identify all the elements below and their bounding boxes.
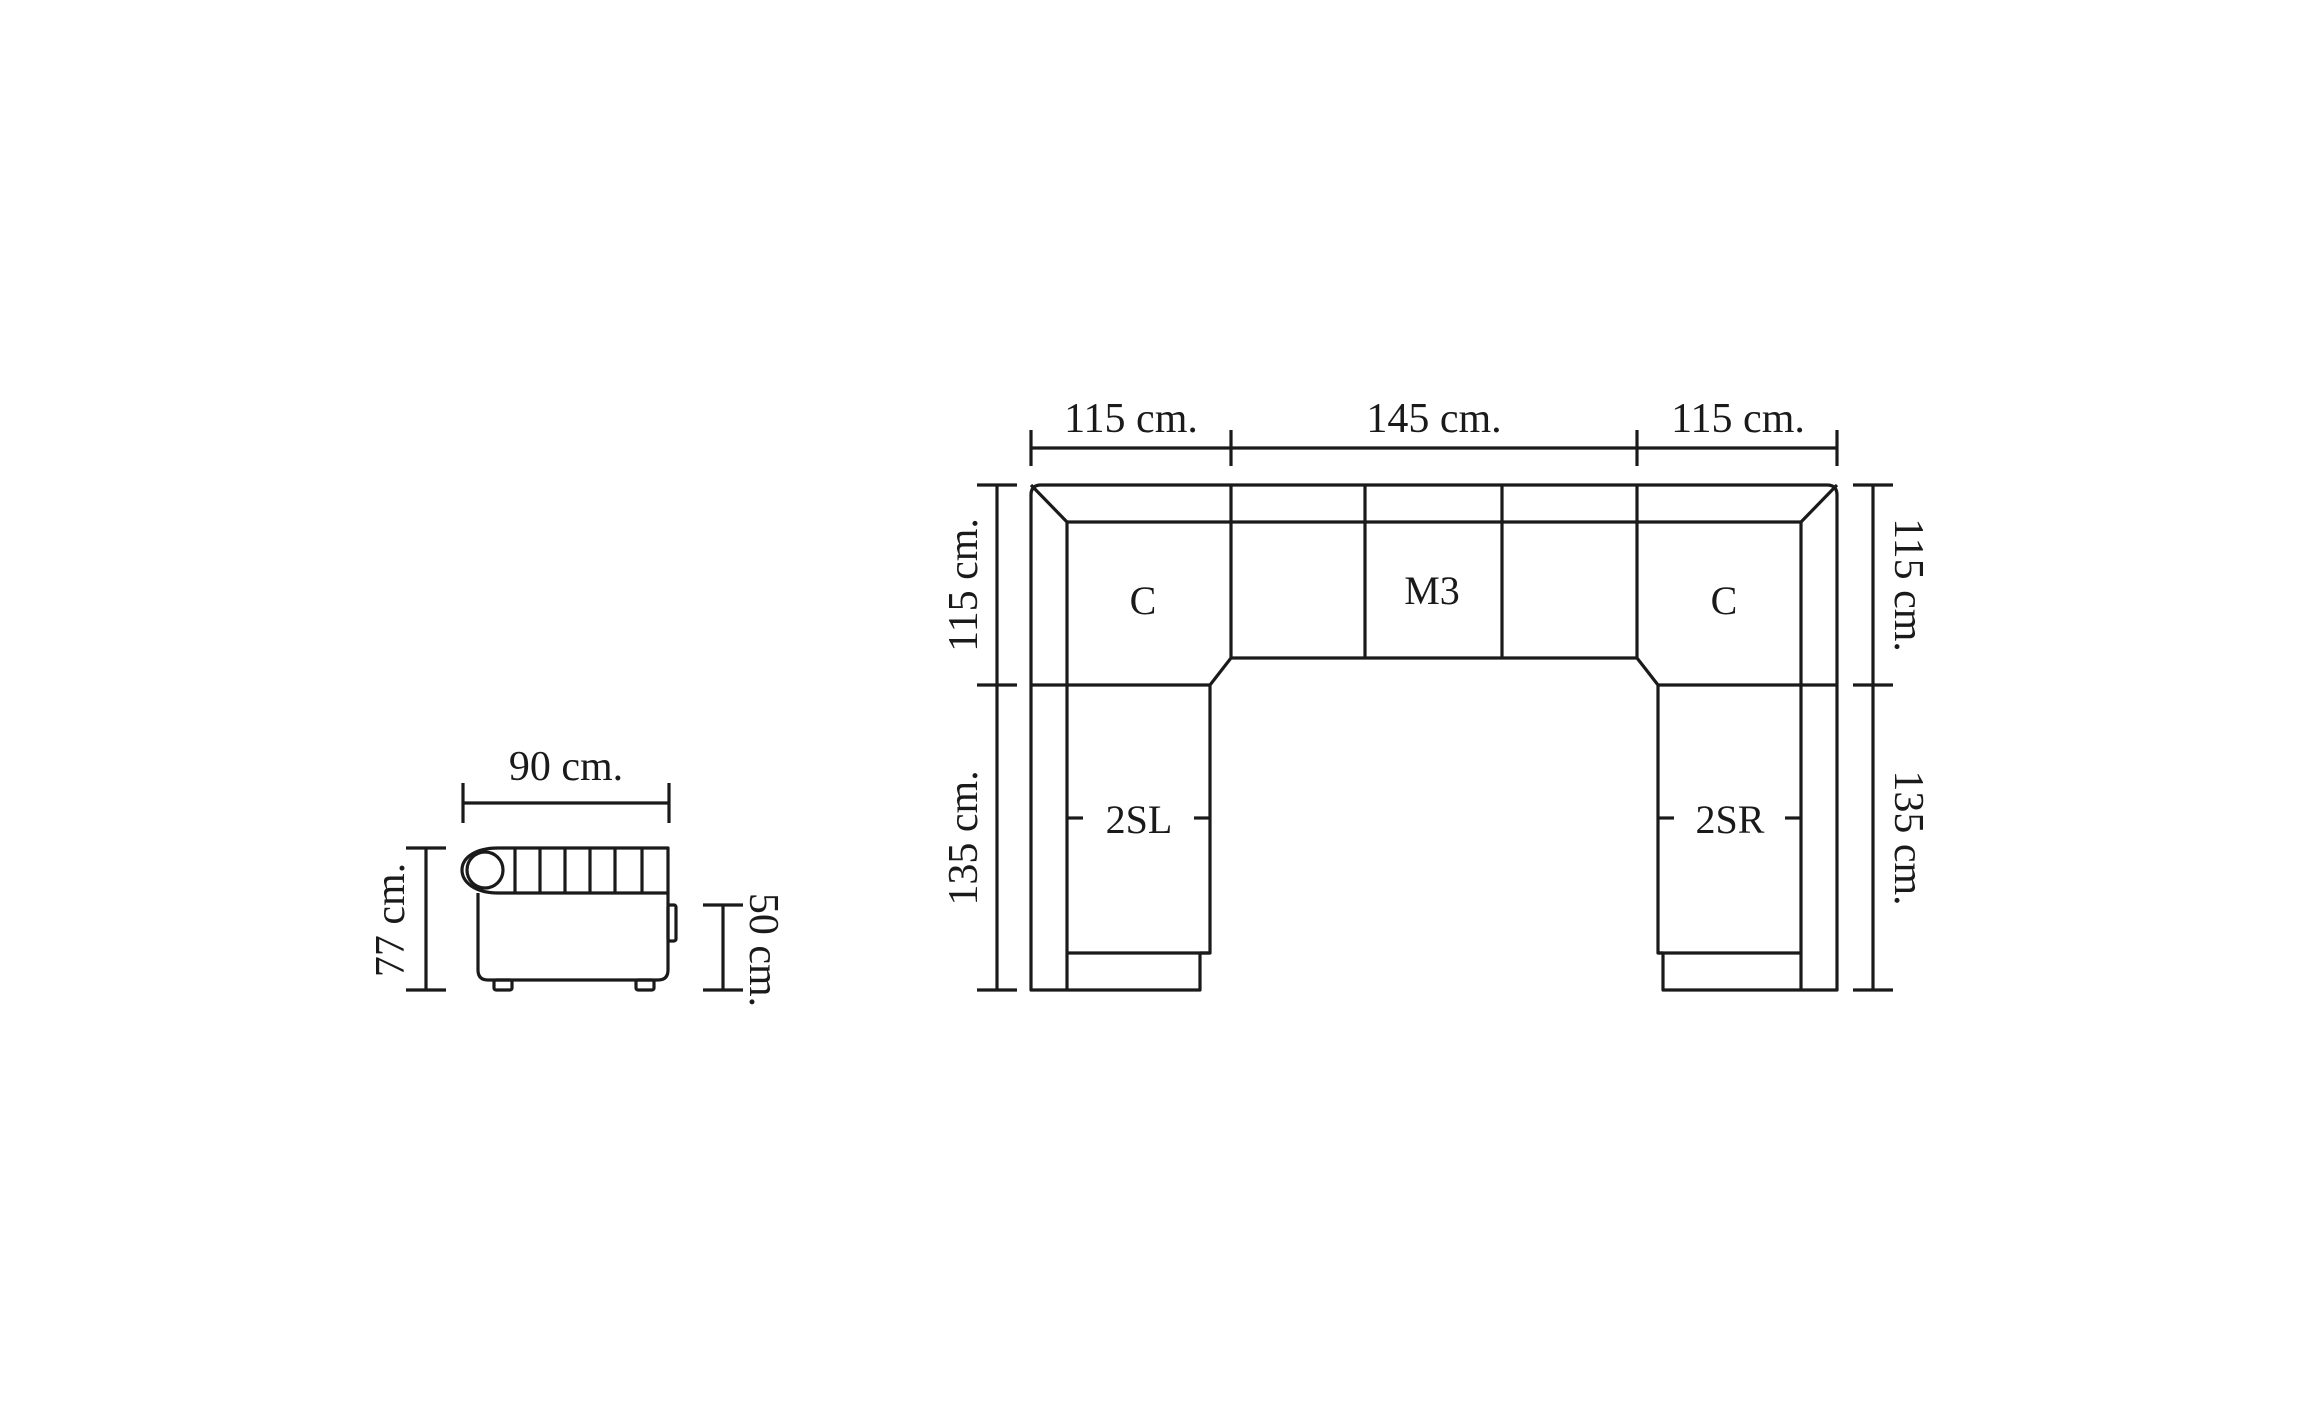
top-dimensions: 115 cm. 145 cm. 115 cm. [1029, 396, 1839, 466]
side-view: 90 cm. 77 cm. 50 cm. [368, 744, 786, 1007]
side-width-label: 90 cm. [509, 744, 623, 790]
corner-left-label: C [1130, 578, 1157, 623]
right-arm-module-label: 2SR [1696, 797, 1765, 842]
side-width-dimension: 90 cm. [461, 744, 671, 823]
top-left-width-label: 115 cm. [1064, 396, 1198, 442]
top-middle-width-label: 145 cm. [1366, 396, 1501, 442]
side-height-label: 77 cm. [368, 863, 414, 977]
module-labels: C M3 C 2SL 2SR [1106, 568, 1765, 842]
top-view: 115 cm. 145 cm. 115 cm. 115 cm. 135 cm. … [941, 396, 1931, 992]
right-dimensions: 115 cm. 135 cm. [1853, 483, 1931, 992]
right-lower-depth-label: 135 cm. [1885, 770, 1931, 905]
side-height-dimension: 77 cm. [368, 846, 446, 992]
side-seat-height-label: 50 cm. [740, 893, 786, 1007]
left-dimensions: 115 cm. 135 cm. [941, 483, 1017, 992]
right-upper-depth-label: 115 cm. [1885, 518, 1931, 652]
left-arm-module-label: 2SL [1106, 797, 1173, 842]
corner-right-label: C [1711, 578, 1738, 623]
side-seat-height-dimension: 50 cm. [703, 893, 786, 1007]
side-sofa-body [460, 846, 678, 992]
middle-module-label: M3 [1404, 568, 1460, 613]
sectional-outline [1029, 483, 1839, 992]
top-right-width-label: 115 cm. [1671, 396, 1805, 442]
left-lower-depth-label: 135 cm. [941, 770, 987, 905]
left-upper-depth-label: 115 cm. [941, 518, 987, 652]
